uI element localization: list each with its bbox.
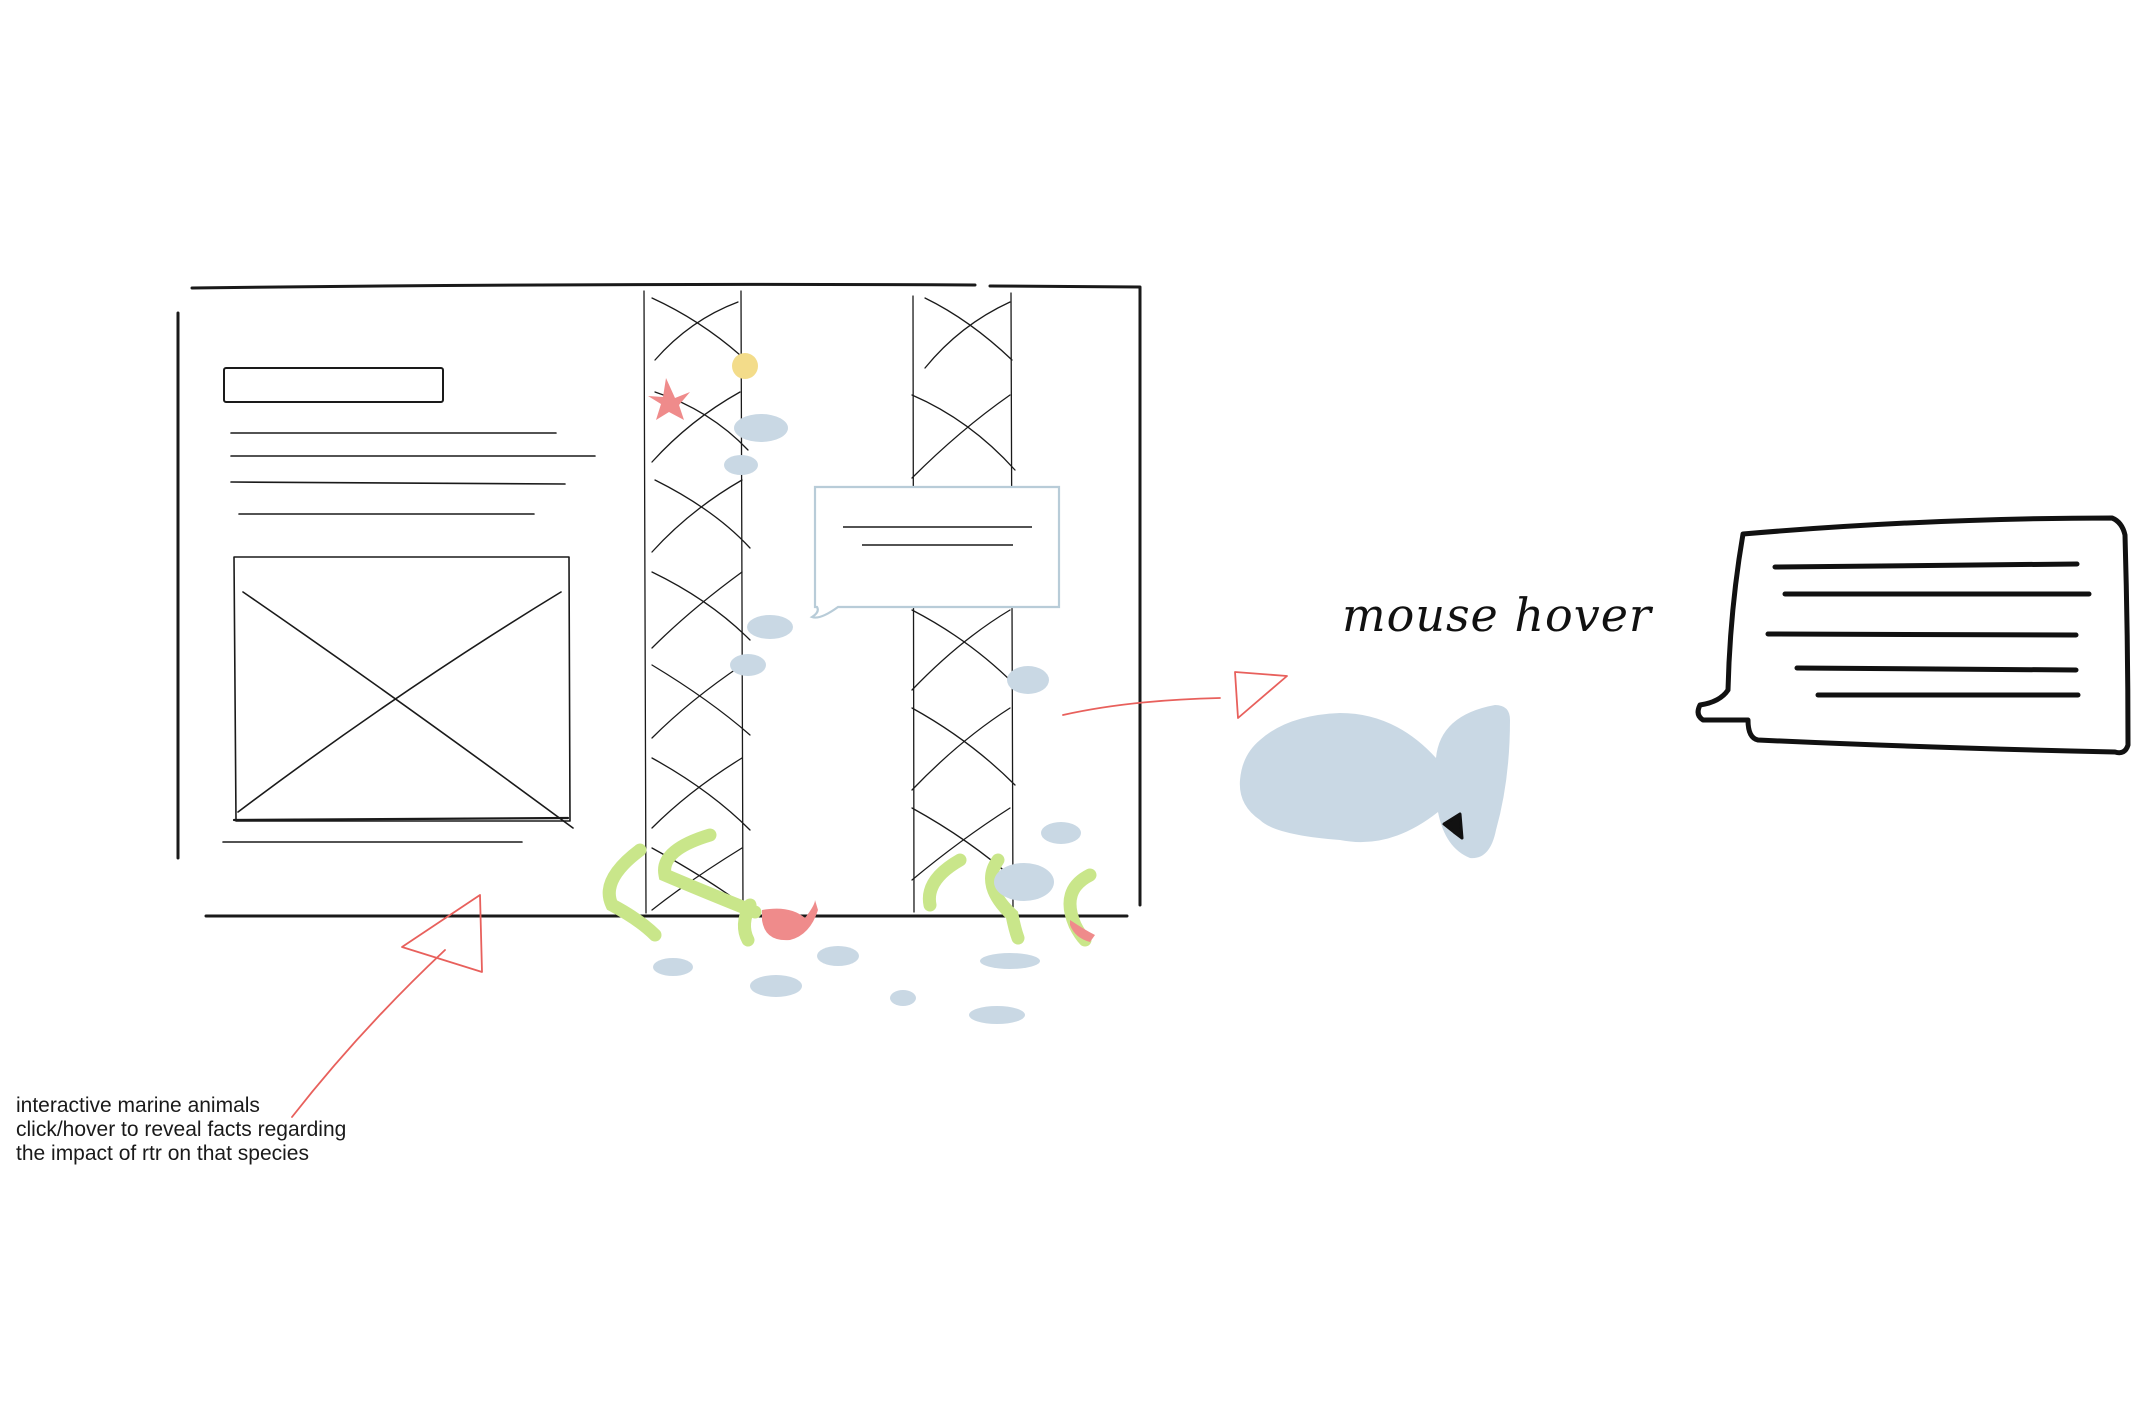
interaction-note: interactive marine animals click/hover t…	[16, 1094, 346, 1166]
image-placeholder-icon	[232, 556, 574, 829]
marine-animals[interactable]	[653, 414, 1081, 1024]
note-line: interactive marine animals	[16, 1094, 260, 1117]
marine-animal[interactable]	[1007, 666, 1049, 694]
marine-animal[interactable]	[890, 990, 916, 1006]
speech-bubble-icon	[1695, 515, 2131, 756]
marine-animal[interactable]	[750, 975, 802, 997]
yellow-bubble	[732, 353, 758, 379]
marine-animal[interactable]	[969, 1006, 1025, 1024]
hover-annotation: mouse hover	[1342, 588, 1652, 642]
body-text-placeholder	[222, 432, 596, 843]
marine-animal[interactable]	[817, 946, 859, 966]
tooltip-bubble	[809, 485, 1061, 619]
fish-icon[interactable]	[931, 705, 1510, 859]
marine-animal[interactable]	[653, 958, 693, 976]
graphic-column-left	[643, 290, 751, 914]
starfish-icon	[648, 378, 690, 420]
annotation-arrows	[291, 671, 1288, 1118]
note-line: the impact of rtr on that species	[16, 1142, 309, 1165]
heading-placeholder	[223, 367, 444, 403]
marine-animal[interactable]	[734, 414, 788, 442]
marine-animal[interactable]	[730, 654, 766, 676]
page-frame	[176, 282, 1142, 918]
marine-animal[interactable]	[724, 455, 758, 475]
marine-animal[interactable]	[994, 863, 1054, 901]
marine-animal[interactable]	[1041, 822, 1081, 844]
marine-animal[interactable]	[980, 953, 1040, 969]
note-line: click/hover to reveal facts regarding	[16, 1118, 347, 1141]
seaweed-decoration	[602, 828, 1097, 947]
marine-animal[interactable]	[747, 615, 793, 639]
coral-decoration	[648, 378, 1095, 942]
cursor-arrow-icon	[1442, 812, 1464, 840]
